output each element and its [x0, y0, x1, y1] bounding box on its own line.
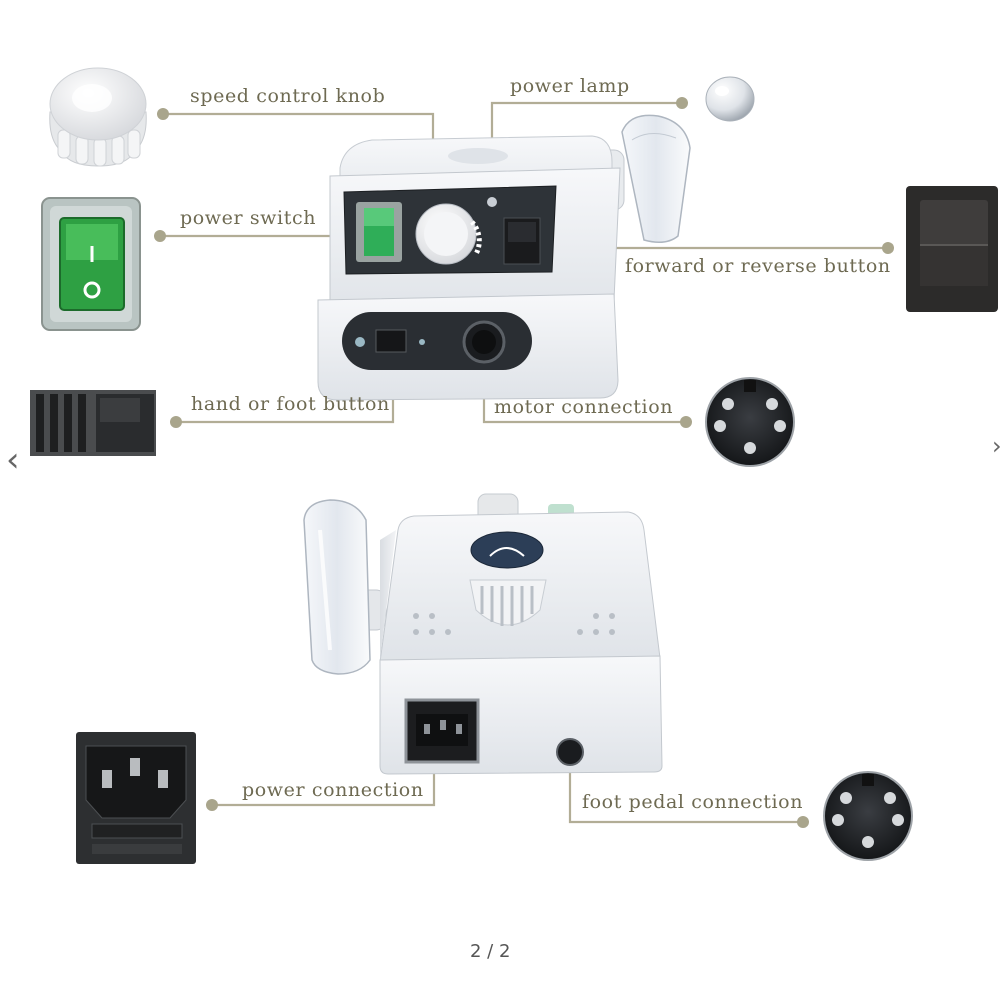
device-rear-view	[303, 493, 663, 775]
label-motor-connection: motor connection	[494, 396, 674, 418]
forward-reverse-rocker-icon	[906, 186, 998, 312]
label-power-lamp: power lamp	[510, 75, 630, 97]
power-lamp-icon	[705, 76, 755, 122]
pedal-socket-icon	[823, 771, 913, 861]
rocker-switch-icon	[41, 197, 141, 331]
motor-socket-icon	[705, 377, 795, 467]
label-foot-pedal-connection: foot pedal connection	[582, 791, 804, 813]
iec-power-socket-icon	[76, 732, 196, 864]
prev-image-button[interactable]: ‹	[6, 440, 20, 480]
callout-dots	[154, 97, 894, 828]
label-power-connection: power connection	[242, 779, 424, 801]
speed-knob-icon	[49, 67, 147, 167]
hand-foot-switch-icon	[30, 390, 156, 456]
label-hand-foot-button: hand or foot button	[191, 393, 390, 415]
device-front-view	[317, 114, 691, 401]
label-power-switch: power switch	[180, 207, 317, 229]
label-speed-control-knob: speed control knob	[190, 85, 386, 107]
label-forward-reverse-button: forward or reverse button	[625, 255, 891, 277]
next-image-button[interactable]: ›	[992, 432, 1002, 460]
page-indicator: 2 / 2	[470, 941, 511, 962]
